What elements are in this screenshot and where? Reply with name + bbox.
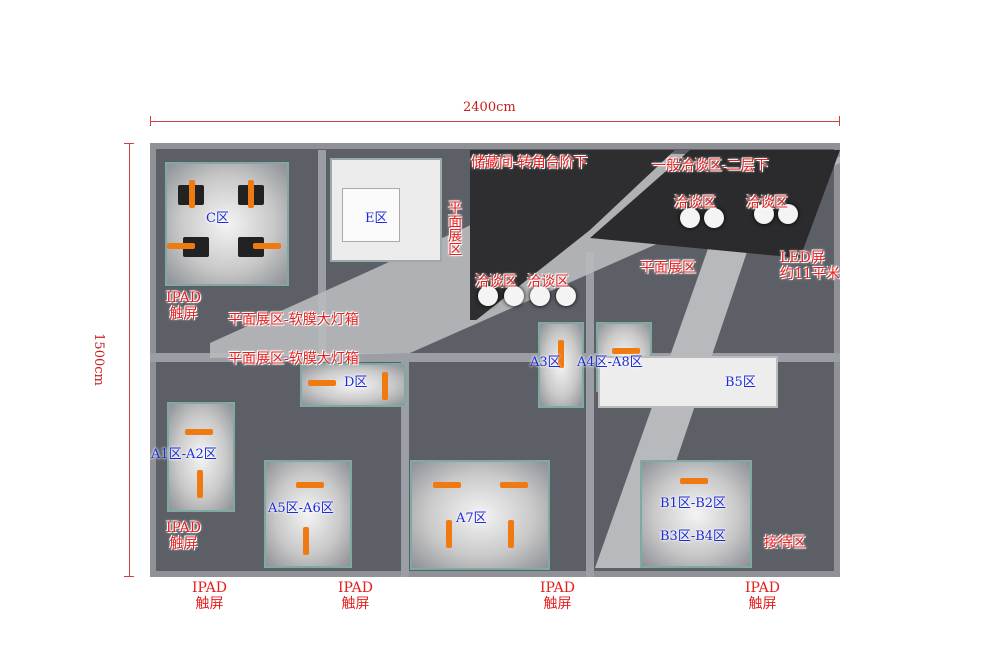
booth-d-chair (308, 380, 336, 386)
label-plane-lightbox-1: 平面展区-软膜大灯箱 (228, 312, 359, 328)
booth-c-chair-3 (167, 243, 195, 249)
label-booth-b5: B5区 (725, 375, 756, 390)
height-tick-bottom (124, 576, 134, 577)
label-booth-a5-a6: A5区-A6区 (268, 501, 334, 516)
width-dimension-label: 2400cm (463, 100, 516, 115)
booth-b1-b4 (640, 460, 752, 568)
booth-c (165, 162, 289, 286)
width-tick-right (839, 116, 840, 126)
height-dimension-line (129, 143, 130, 577)
talk-seat-5 (680, 208, 700, 228)
label-ipad-bottom-4: IPAD 触屏 (745, 580, 780, 613)
booth-a7-chair-2 (500, 482, 528, 488)
label-ipad-bottom-1: IPAD 触屏 (192, 580, 227, 613)
booth-a7-chair-1 (433, 482, 461, 488)
booth-a5-a6-chair-2 (303, 527, 309, 555)
booth-a7-chair-4 (508, 520, 514, 548)
booth-b5 (598, 356, 778, 408)
talk-seat-7 (754, 204, 774, 224)
dark-talk-area (470, 150, 840, 320)
walkway-vertical-1 (401, 362, 409, 577)
talk-seat-1 (478, 286, 498, 306)
booth-a3-chair (558, 340, 564, 368)
walkway-vertical-3 (318, 150, 326, 353)
booth-c-table-4 (238, 237, 264, 257)
label-booth-a7: A7区 (456, 511, 487, 526)
label-booth-c: C区 (206, 211, 229, 226)
label-booth-d: D区 (344, 375, 368, 390)
height-dimension-label: 1500cm (90, 333, 106, 386)
storage-stair (342, 188, 400, 242)
label-booth-a1-a2: A1区-A2区 (151, 447, 217, 462)
booth-c-chair-1 (189, 180, 195, 208)
label-reception: 接待区 (764, 535, 806, 551)
label-talk-1: 洽谈区 (674, 195, 716, 211)
booth-a5-a6-chair-1 (296, 482, 324, 488)
label-talk-3: 洽谈区 (475, 274, 517, 290)
booth-c-table-3 (183, 237, 209, 257)
label-ipad-left-bottom: IPAD 触屏 (166, 520, 201, 553)
booth-a1-a2-chair-1 (185, 429, 213, 435)
talk-seat-6 (704, 208, 724, 228)
booth-a4-a8-chair (612, 348, 640, 354)
booth-a7-chair-3 (446, 520, 452, 548)
talk-seat-3 (530, 286, 550, 306)
height-tick-top (124, 143, 134, 144)
booth-c-chair-4 (253, 243, 281, 249)
label-ipad-bottom-2: IPAD 触屏 (338, 580, 373, 613)
label-booth-e: E区 (365, 211, 388, 226)
label-plane-display-vertical: 平面展区 (446, 200, 463, 256)
label-booth-b3-b4: B3区-B4区 (660, 529, 727, 544)
talk-seat-8 (778, 204, 798, 224)
label-plane-lightbox-2: 平面展区-软膜大灯箱 (228, 351, 359, 367)
label-ipad-left-top: IPAD 触屏 (166, 290, 201, 323)
label-led-screen: LED屏 约11平米 (780, 250, 840, 283)
label-storage: 储藏间-转角台阶下 (471, 155, 588, 171)
booth-c-chair-2 (248, 180, 254, 208)
label-general-talk: 一般洽谈区-二层下 (652, 158, 769, 174)
label-plane-display: 平面展区 (640, 260, 696, 276)
label-talk-4: 洽谈区 (527, 274, 569, 290)
width-tick-left (150, 116, 151, 126)
label-booth-b1-b2: B1区-B2区 (660, 496, 727, 511)
booth-a1-a2-chair-2 (197, 470, 203, 498)
walkway-vertical-2 (586, 252, 594, 577)
label-ipad-bottom-3: IPAD 触屏 (540, 580, 575, 613)
talk-seat-4 (556, 286, 576, 306)
talk-seat-2 (504, 286, 524, 306)
booth-a7 (410, 460, 550, 570)
width-dimension-line (150, 121, 840, 122)
label-booth-a4-a8: A4区-A8区 (577, 355, 643, 370)
label-talk-2: 洽谈区 (746, 195, 788, 211)
label-booth-a3: A3区 (530, 355, 561, 370)
booth-d-chair-2 (382, 372, 388, 400)
booth-b1-b4-chair-1 (680, 478, 708, 484)
walkway-horizontal (150, 353, 840, 362)
